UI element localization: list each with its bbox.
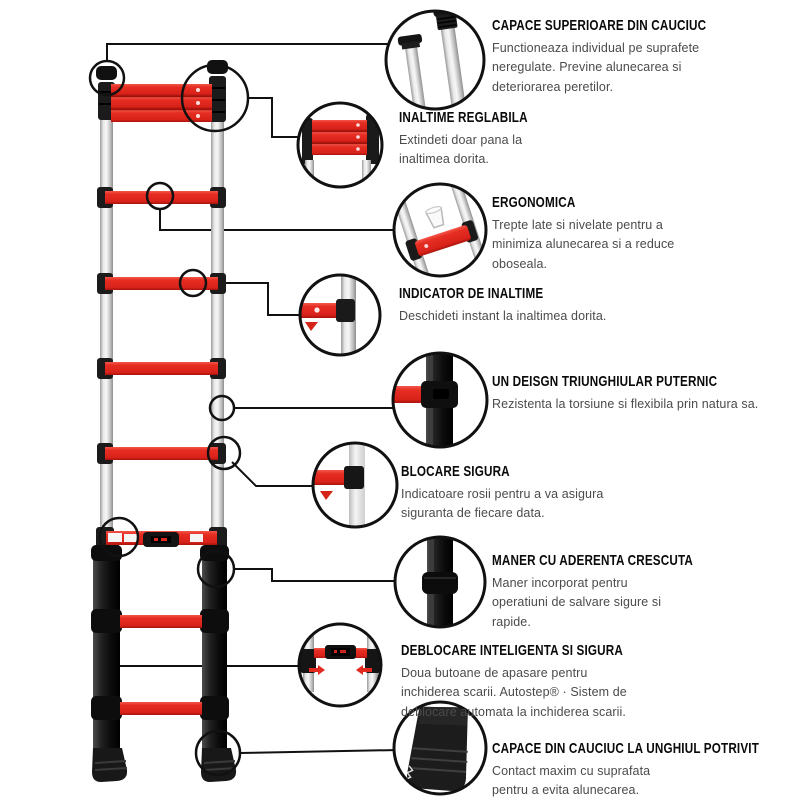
callout-heading: CAPACE SUPERIOARE DIN CAUCIUC: [492, 17, 707, 34]
rung: [97, 187, 226, 208]
annotation-circle-rail: [208, 394, 236, 422]
ladder-annotation-circles: [88, 59, 250, 777]
callout-heading: ERGONOMICA: [492, 194, 576, 211]
annotation-circle-top-stack: [180, 63, 250, 133]
annotation-circle-foot: [194, 729, 242, 777]
callout-heading: INALTIME REGLABILA: [399, 109, 528, 126]
callout-ergonomic: ERGONOMICA Trepte late si nivelate pentr…: [492, 194, 692, 274]
annotation-circle-latch: [98, 516, 140, 558]
upper-right-rail: [211, 112, 224, 546]
lower-rungs: [120, 615, 202, 715]
detail-secure-lock: [311, 441, 399, 529]
detail-triangular-design: [391, 351, 489, 449]
annotation-circle-grip: [196, 549, 236, 589]
rung: [97, 273, 226, 294]
connector-line-1: [106, 43, 392, 62]
callout-body: Trepte late si nivelate pentru a minimiz…: [492, 218, 675, 271]
connector-line-3: [159, 209, 400, 231]
callout-height-indicator: INDICATOR DE INALTIME Deschideti instant…: [399, 285, 719, 326]
callout-adjustable-height: INALTIME REGLABILA Extindeti doar pana l…: [399, 109, 564, 170]
callout-heading: UN DEISGN TRIUNGHIULAR PUTERNIC: [492, 373, 718, 390]
connector-lines: [106, 43, 400, 754]
callout-heading: INDICATOR DE INALTIME: [399, 285, 544, 302]
upper-left-rail: [100, 118, 113, 546]
collapsed-rung-stack: [111, 84, 212, 122]
callout-body: Functioneaza individual pe suprafete ner…: [492, 41, 700, 94]
lower-black-rails: [91, 545, 229, 753]
callout-secure-lock: BLOCARE SIGURA Indicatoare rosii pentru …: [401, 463, 609, 524]
callout-grip-handle: MANER CU ADERENTA CRESCUTA Maner incorpo…: [492, 552, 750, 632]
rubber-feet: [92, 748, 237, 782]
callout-rubber-feet: CAPACE DIN CAUCIUC LA UNGHIUL POTRIVIT C…: [492, 740, 800, 800]
rung: [97, 443, 226, 464]
callout-body: Contact maxim cu suprafata pentru a evit…: [492, 764, 651, 798]
detail-adjustable-height: [296, 101, 384, 189]
connector-line-2: [247, 97, 306, 138]
detail-height-indicator: [298, 273, 382, 357]
callout-heading: MANER CU ADERENTA CRESCUTA: [492, 552, 694, 569]
detail-circles: [296, 9, 489, 796]
callout-smart-release: DEBLOCARE INTELIGENTA SI SIGURA Doua but…: [401, 642, 686, 722]
callout-body: Doua butoane de apasare pentru inchidere…: [401, 666, 627, 719]
callout-top-caps: CAPACE SUPERIOARE DIN CAUCIUC Functionea…: [492, 17, 767, 97]
annotation-circle-rung5: [206, 435, 242, 471]
annotation-circle-rung2: [145, 181, 175, 211]
handle-rung: [96, 527, 227, 549]
connector-line-4: [205, 282, 305, 316]
annotation-circle-top-cap: [88, 59, 126, 97]
detail-rubber-foot: [392, 700, 488, 796]
callout-triangular-design: UN DEISGN TRIUNGHIULAR PUTERNIC Rezisten…: [492, 373, 800, 414]
connector-line-9: [238, 749, 399, 754]
detail-smart-release: [297, 622, 383, 708]
callout-body: Indicatoare rosii pentru a va asigura si…: [401, 487, 604, 521]
callout-heading: CAPACE DIN CAUCIUC LA UNGHIUL POTRIVIT: [492, 740, 760, 757]
callout-heading: DEBLOCARE INTELIGENTA SI SIGURA: [401, 642, 623, 659]
rung: [97, 358, 226, 379]
detail-top-caps: [384, 9, 486, 111]
annotation-circle-rung3: [178, 268, 208, 298]
callout-heading: BLOCARE SIGURA: [401, 463, 510, 480]
callout-body: Rezistenta la torsiune si flexibila prin…: [492, 397, 759, 411]
callout-body: Maner incorporat pentru operatiuni de sa…: [492, 576, 662, 629]
ladder-illustration: [91, 60, 237, 782]
upper-rungs: [97, 187, 226, 464]
connector-line-7: [233, 568, 398, 582]
callout-body: Deschideti instant la inaltimea dorita.: [399, 309, 607, 323]
callout-body: Extindeti doar pana la inaltimea dorita.: [399, 133, 523, 167]
detail-ergonomic-step: [392, 182, 488, 278]
detail-grip-handle: [393, 535, 487, 629]
connector-line-6: [231, 461, 320, 487]
